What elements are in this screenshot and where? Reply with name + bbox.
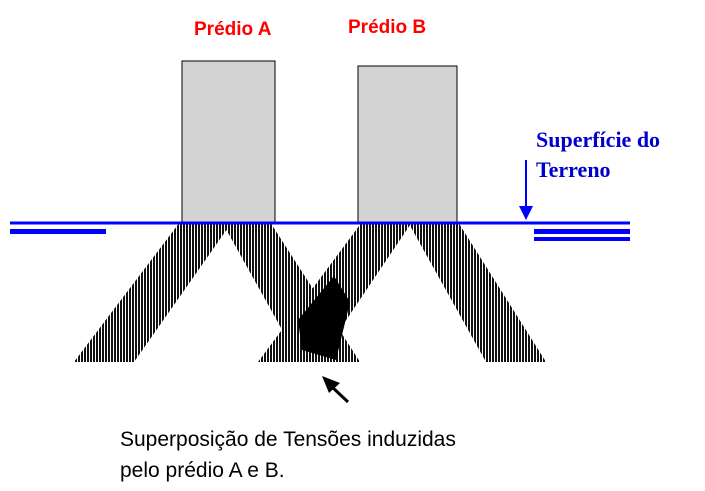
caption-line2: pelo prédio A e B. [120,459,285,482]
building-a [181,60,276,223]
ground-surface [10,221,630,241]
surface-label-line2: Terreno [536,157,611,182]
building-b-label: Prédio B [348,17,427,38]
building-b [357,65,458,223]
surface-label-line1: Superfície do [536,127,661,152]
stress-band-a-left [74,222,232,362]
building-a-label: Prédio A [194,19,272,40]
stress-bulbs [74,222,546,362]
stress-overlap-zone [298,276,350,360]
stress-band-b-right [408,222,546,362]
overlap-pointer-arrow [322,376,350,404]
surface-pointer-arrow [519,160,533,220]
caption-line1: Superposição de Tensões induzidas [120,428,456,451]
